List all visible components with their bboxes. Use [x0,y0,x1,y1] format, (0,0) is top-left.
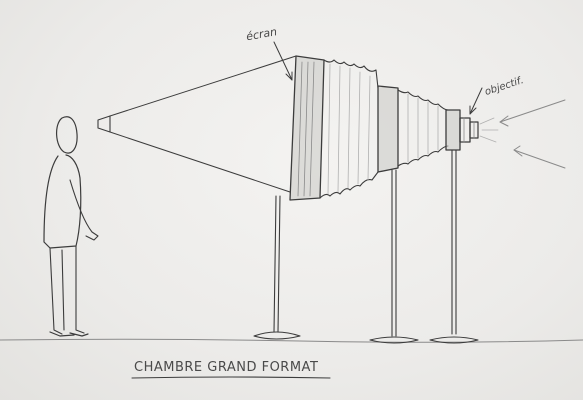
hood-bottom-edge [110,132,290,192]
pointer-ecran [274,42,292,80]
rear-stand-base [254,332,300,339]
viewing-hood [98,56,296,192]
light-rays [480,100,565,168]
bellows [320,60,448,198]
bellows-bottom-folds [320,172,378,198]
front-stand-pole [452,150,456,334]
ray-lower [514,150,565,168]
viewer-head [57,117,78,153]
camera-stands [254,150,478,343]
viewer-torso [44,155,81,248]
title-underline [132,377,330,378]
viewer-legs [50,246,84,334]
label-objectif: objectif. [483,75,525,98]
ray-upper [500,100,565,122]
viewer-arm [70,180,98,240]
label-ecran: écran [245,25,278,43]
sketch-title: CHAMBRE GRAND FORMAT [134,360,318,375]
pointer-objectif [470,88,482,114]
middle-stand-pole [392,170,396,336]
viewer-figure [44,117,98,336]
hood-top-edge [110,56,296,116]
front-bellows-bottom [398,146,448,166]
lens-assembly [446,110,478,150]
front-bellows-top [398,90,448,110]
eyepiece [98,116,110,132]
lens-barrel [460,118,470,142]
rear-stand-pole [274,196,280,332]
ground-line [0,339,583,342]
screen-frame [290,56,324,200]
